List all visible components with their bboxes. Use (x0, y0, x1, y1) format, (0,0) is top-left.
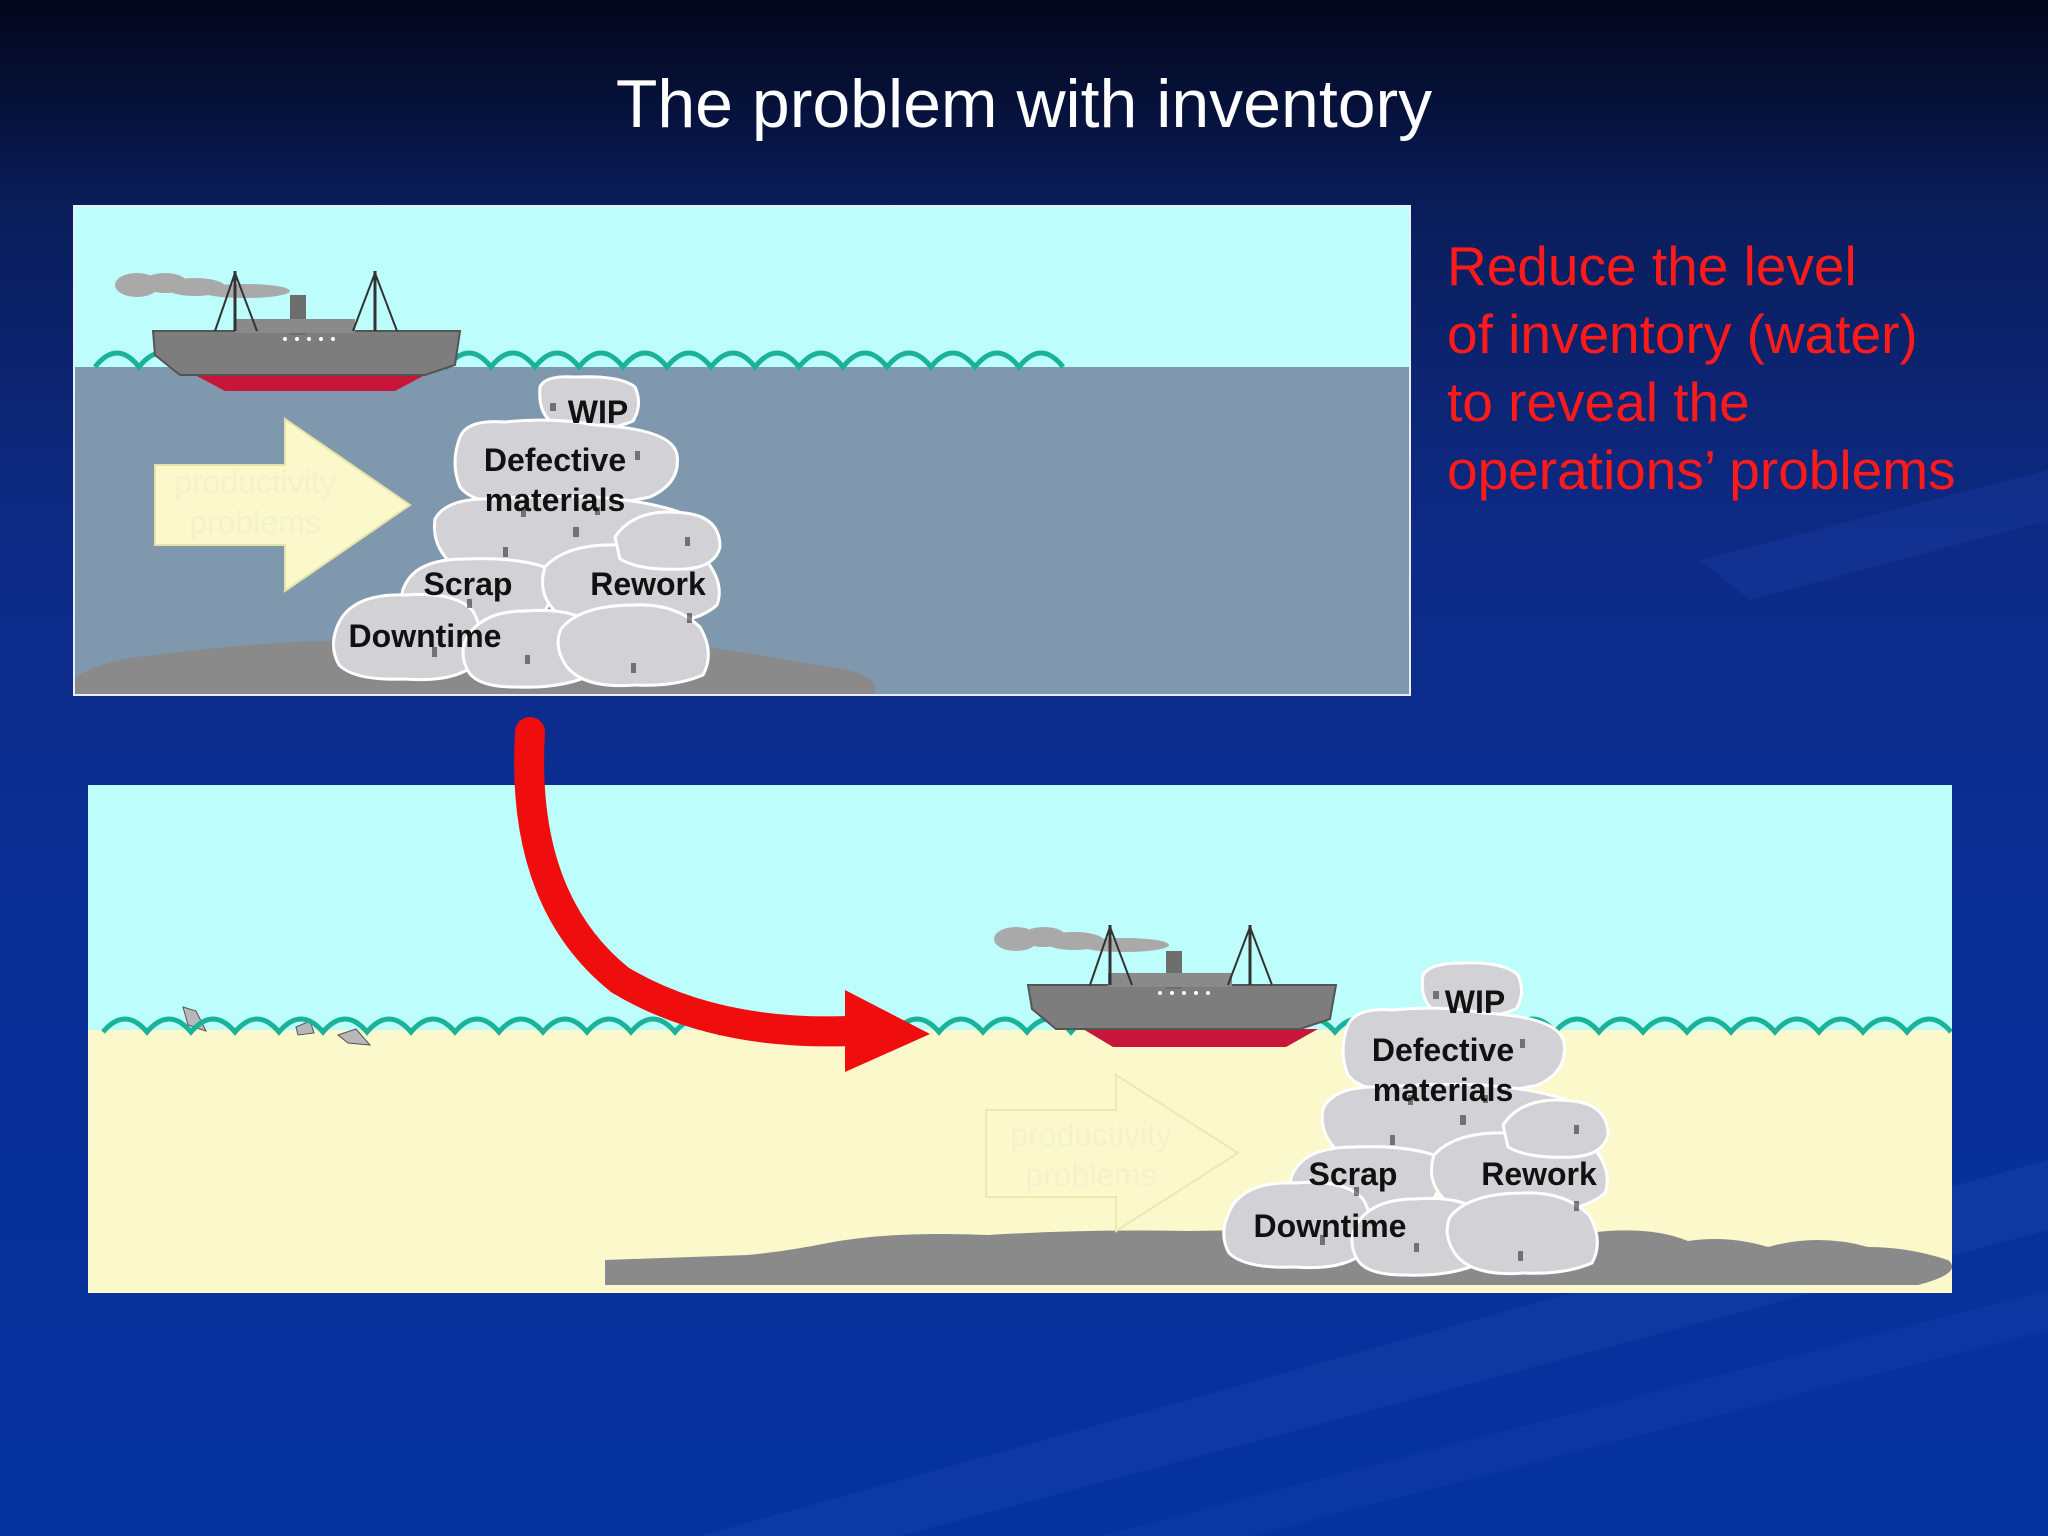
productivity-arrow-icon (985, 1073, 1240, 1233)
arrow-label-line-1: productivity (174, 464, 336, 500)
rock-pile-icon (1222, 961, 1610, 1277)
rock-label-rework: Rework (1481, 1156, 1597, 1192)
rock-label-scrap: Scrap (423, 566, 513, 602)
rock-texture (432, 403, 692, 673)
slide-title: The problem with inventory (615, 66, 1433, 142)
productivity-problems-label: productivity problems (150, 462, 360, 542)
callout-line-4: operations’ problems (1447, 439, 1956, 501)
low-inventory-illustration (88, 785, 1952, 1293)
high-inventory-illustration (75, 207, 1409, 694)
rock-texture (1320, 991, 1579, 1261)
smoke-icon (994, 927, 1169, 952)
small-rocks-icon (182, 1006, 372, 1046)
rock-label-scrap: Scrap (1308, 1156, 1398, 1192)
rock-pile-icon (332, 375, 722, 689)
arrow-label-line-2: problems (1025, 1157, 1157, 1193)
low-inventory-scene: productivity problems WIP Defective mate… (88, 785, 1952, 1293)
arrow-label-line-2: problems (189, 504, 321, 540)
callout-line-2: of inventory (water) (1447, 303, 1918, 365)
rock-label-rework: Rework (590, 566, 706, 602)
callout-line-1: Reduce the level (1447, 235, 1857, 297)
rock-label-materials: materials (484, 482, 626, 518)
rock-label-defective: Defective (1371, 1032, 1515, 1068)
callout-line-3: to reveal the (1447, 371, 1750, 433)
ship-icon (151, 271, 462, 391)
productivity-arrow-icon (154, 417, 412, 593)
high-inventory-scene: productivity problems WIP Defective mate… (73, 205, 1411, 696)
smoke-icon (115, 273, 290, 298)
ship-icon (1026, 925, 1338, 1047)
rock-label-defective: Defective (483, 442, 627, 478)
rock-label-materials: materials (1372, 1072, 1514, 1108)
rock-label-downtime: Downtime (348, 618, 502, 654)
productivity-problems-label: productivity problems (986, 1115, 1196, 1195)
wave-line (101, 1016, 1952, 1036)
rock-label-wip: WIP (1444, 984, 1506, 1020)
callout-text: Reduce the level of inventory (water) to… (1447, 232, 2007, 504)
rock-label-downtime: Downtime (1253, 1208, 1407, 1244)
rock-label-wip: WIP (567, 394, 629, 430)
arrow-label-line-1: productivity (1010, 1117, 1172, 1153)
